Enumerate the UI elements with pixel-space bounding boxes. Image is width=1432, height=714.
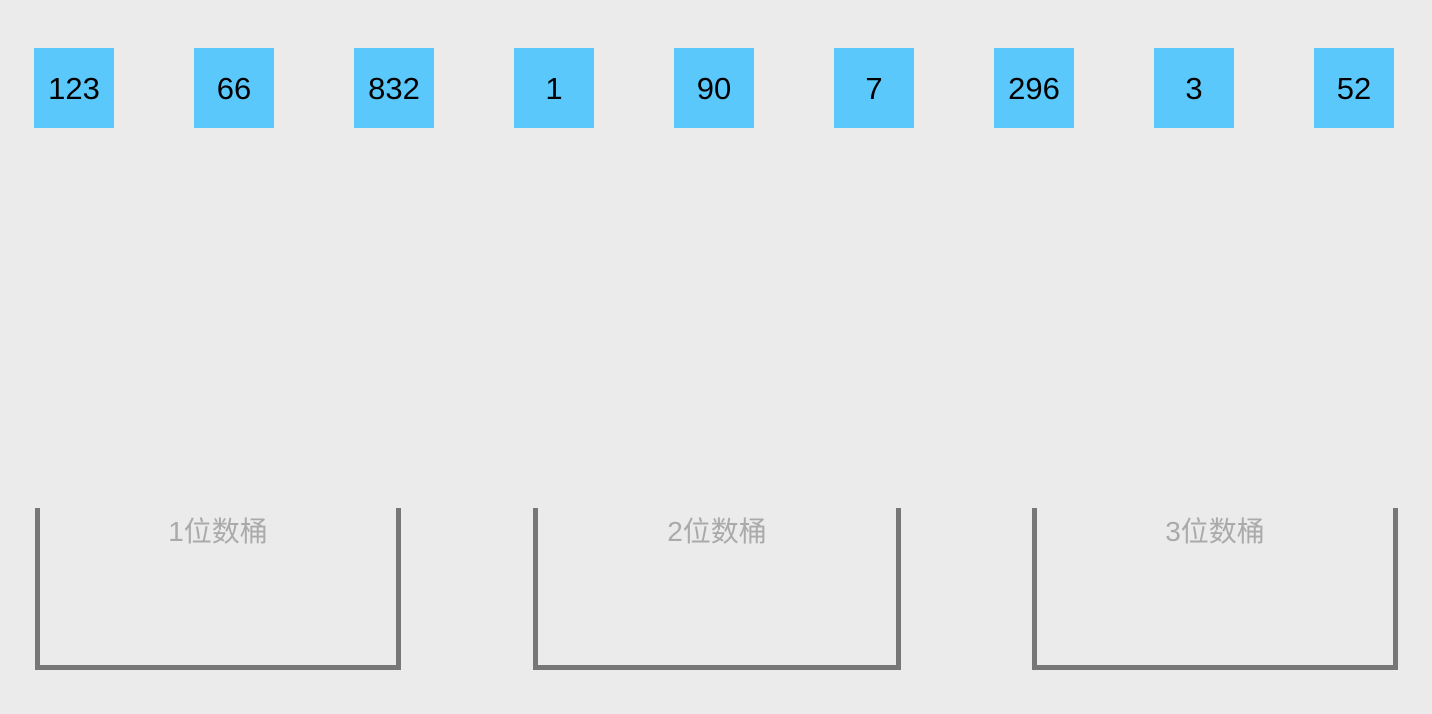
array-value-label: 90 bbox=[696, 70, 732, 106]
array-value-box[interactable]: 296 bbox=[994, 48, 1074, 128]
array-value-label: 123 bbox=[48, 70, 100, 106]
array-value-box[interactable]: 90 bbox=[674, 48, 754, 128]
array-value-box[interactable]: 7 bbox=[834, 48, 914, 128]
bucket-two-digit[interactable]: 2位数桶 bbox=[533, 508, 901, 670]
array-value-label: 7 bbox=[865, 70, 883, 106]
array-value-label: 52 bbox=[1336, 70, 1372, 106]
array-value-label: 3 bbox=[1185, 70, 1203, 106]
array-row: 123 66 832 1 90 7 296 3 52 bbox=[0, 0, 1432, 180]
bucket-one-digit[interactable]: 1位数桶 bbox=[35, 508, 401, 670]
bucket-label: 1位数桶 bbox=[168, 516, 268, 547]
array-value-box[interactable]: 66 bbox=[194, 48, 274, 128]
array-value-box[interactable]: 3 bbox=[1154, 48, 1234, 128]
array-value-box[interactable]: 123 bbox=[34, 48, 114, 128]
bucket-contents bbox=[40, 555, 396, 665]
array-value-label: 296 bbox=[1008, 70, 1060, 106]
array-value-label: 832 bbox=[368, 70, 420, 106]
bucket-three-digit[interactable]: 3位数桶 bbox=[1032, 508, 1398, 670]
array-value-label: 66 bbox=[216, 70, 252, 106]
array-value-box[interactable]: 1 bbox=[514, 48, 594, 128]
bucket-label: 2位数桶 bbox=[667, 516, 767, 547]
array-value-label: 1 bbox=[545, 70, 563, 106]
bucket-contents bbox=[1037, 555, 1393, 665]
bucket-contents bbox=[538, 555, 896, 665]
array-value-box[interactable]: 52 bbox=[1314, 48, 1394, 128]
array-value-box[interactable]: 832 bbox=[354, 48, 434, 128]
bucket-label: 3位数桶 bbox=[1165, 516, 1265, 547]
